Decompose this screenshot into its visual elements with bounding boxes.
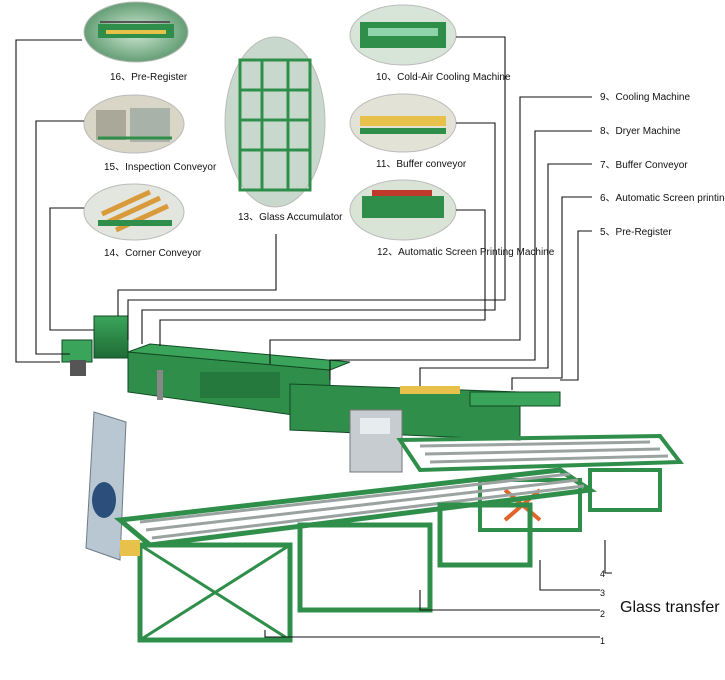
photo-buffer-conveyor [349,93,457,153]
label-glass-transfer: Glass transfer [620,599,720,616]
number-2: 2 [600,609,605,619]
label-buffer-conveyor-7: 7、Buffer Conveyor [600,160,688,171]
photo-corner-conveyor [83,183,185,241]
transfer-conveyors-upper [396,433,684,532]
photo-cold-air-cooling-machine [349,4,457,66]
label-glass-accumulator: 13、Glass Accumulator [238,212,343,223]
label-pre-register-5: 5、Pre-Register [600,227,672,238]
label-buffer-conveyor-11: 11、Buffer conveyor [376,159,467,170]
label-cold-air-cooling-machine: 10、Cold-Air Cooling Machine [376,72,511,83]
label-automatic-screen-printing-6: 6、Automatic Screen printing Mach [600,193,725,204]
photo-inspection-conveyor [83,94,185,154]
glass-transfer-tables [113,467,597,643]
label-inspection-conveyor: 15、Inspection Conveyor [104,162,217,173]
number-3: 3 [600,588,605,598]
photo-glass-accumulator [224,36,326,208]
label-cooling-machine: 9、Cooling Machine [600,92,690,103]
label-automatic-screen-printing-machine-12: 12、Automatic Screen Printing Machine [377,247,555,258]
dryer-line [127,343,351,421]
photo-pre-register [83,1,189,63]
leader-lines [15,36,612,638]
number-4: 4 [600,569,605,579]
photo-automatic-screen-printing-machine [349,179,457,241]
label-dryer-machine: 8、Dryer Machine [600,126,681,137]
accumulator-tower [61,315,129,376]
label-corner-conveyor: 14、Corner Conveyor [104,248,202,259]
label-pre-register-16: 16、Pre-Register [110,72,188,83]
number-1: 1 [600,636,605,646]
loading-glass-panel [85,411,127,561]
